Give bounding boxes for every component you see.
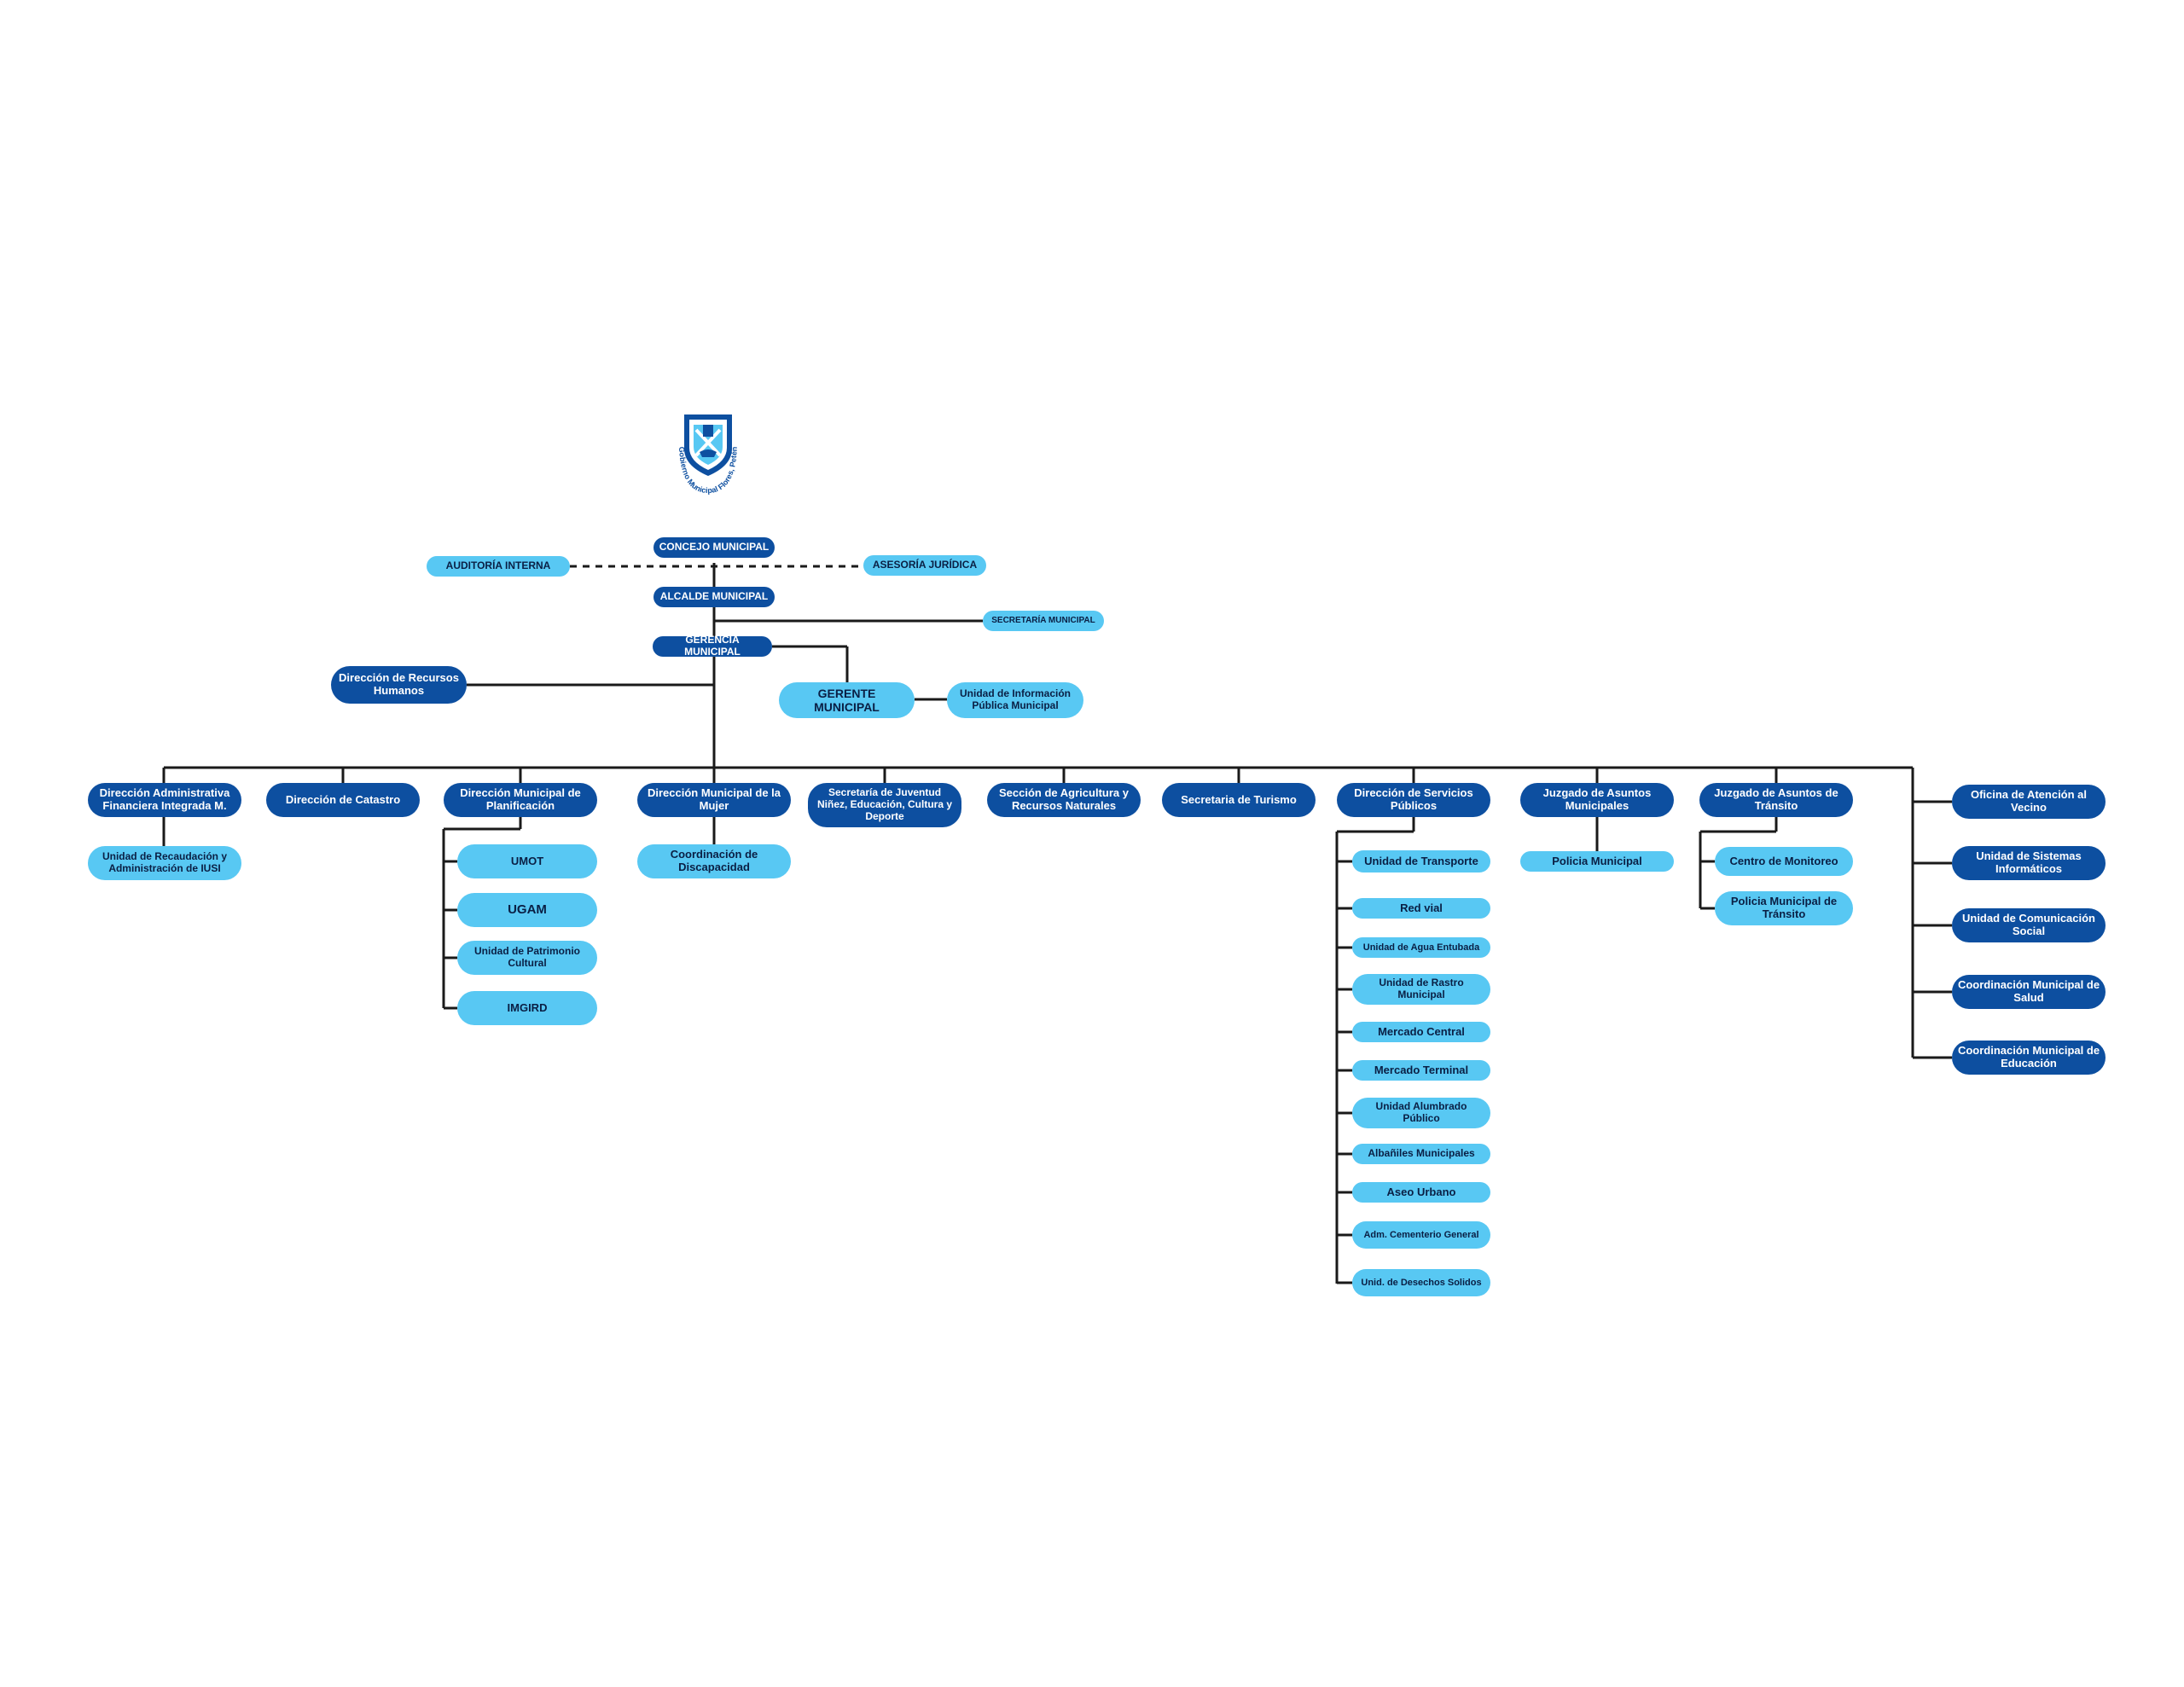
patrimonio-cultural-box: Unidad de Patrimonio Cultural (457, 941, 597, 975)
mujer-box: Dirección Municipal de la Mujer (637, 783, 791, 817)
agricultura-box: Sección de Agricultura y Recursos Natura… (987, 783, 1141, 817)
policia-municipal-box: Policia Municipal (1520, 851, 1674, 872)
informacion-publica-box: Unidad de Información Pública Municipal (947, 682, 1083, 718)
servicios-item: Adm. Cementerio General (1352, 1221, 1490, 1249)
secretaria-municipal-box: SECRETARÍA MUNICIPAL (983, 611, 1104, 631)
gerencia-municipal-box: GERENCIA MUNICIPAL (653, 634, 772, 658)
juzgado-transito-box: Juzgado de Asuntos de Tránsito (1699, 783, 1853, 817)
planificacion-box: Dirección Municipal de Planificación (444, 783, 597, 817)
right-column-item: Coordinación Municipal de Salud (1952, 975, 2106, 1009)
right-column-item: Coordinación Municipal de Educación (1952, 1041, 2106, 1075)
servicios-item: Unidad de Agua Entubada (1352, 937, 1490, 958)
servicios-item: Red vial (1352, 898, 1490, 919)
imgird-box: IMGIRD (457, 991, 597, 1025)
gerente-municipal-box: GERENTE MUNICIPAL (779, 682, 915, 718)
recaudacion-iusi-box: Unidad de Recaudación y Administración d… (88, 846, 241, 880)
servicios-item: Aseo Urbano (1352, 1182, 1490, 1203)
right-column-item: Unidad de Comunicación Social (1952, 908, 2106, 942)
municipal-shield-icon: Gobierno Municipal Flores, Petén (677, 415, 739, 495)
concejo-municipal-box: CONCEJO MUNICIPAL (653, 537, 775, 558)
servicios-item: Unid. de Desechos Solidos (1352, 1269, 1490, 1296)
discapacidad-box: Coordinación de Discapacidad (637, 844, 791, 878)
dafim-box: Dirección Administrativa Financiera Inte… (88, 783, 241, 817)
servicios-publicos-box: Dirección de Servicios Públicos (1337, 783, 1490, 817)
servicios-item: Albañiles Municipales (1352, 1144, 1490, 1164)
servicios-item: Unidad de Transporte (1352, 850, 1490, 872)
juventud-box: Secretaría de Juventud Niñez, Educación,… (808, 783, 961, 827)
right-column-item: Oficina de Atención al Vecino (1952, 785, 2106, 819)
umot-box: UMOT (457, 844, 597, 878)
recursos-humanos-box: Dirección de Recursos Humanos (331, 666, 467, 704)
centro-monitoreo-box: Centro de Monitoreo (1715, 847, 1853, 876)
servicios-item: Unidad Alumbrado Público (1352, 1098, 1490, 1128)
turismo-box: Secretaria de Turismo (1162, 783, 1316, 817)
right-column-item: Unidad de Sistemas Informáticos (1952, 846, 2106, 880)
asesoria-juridica-box: ASESORÍA JURÍDICA (863, 555, 986, 576)
servicios-item: Mercado Central (1352, 1022, 1490, 1042)
servicios-item: Unidad de Rastro Municipal (1352, 974, 1490, 1005)
policia-transito-box: Policia Municipal de Tránsito (1715, 891, 1853, 925)
servicios-item: Mercado Terminal (1352, 1060, 1490, 1081)
juzgado-municipal-box: Juzgado de Asuntos Municipales (1520, 783, 1674, 817)
alcalde-municipal-box: ALCALDE MUNICIPAL (653, 587, 775, 607)
catastro-box: Dirección de Catastro (266, 783, 420, 817)
auditoria-interna-box: AUDITORÍA INTERNA (427, 556, 570, 577)
ugam-box: UGAM (457, 893, 597, 927)
